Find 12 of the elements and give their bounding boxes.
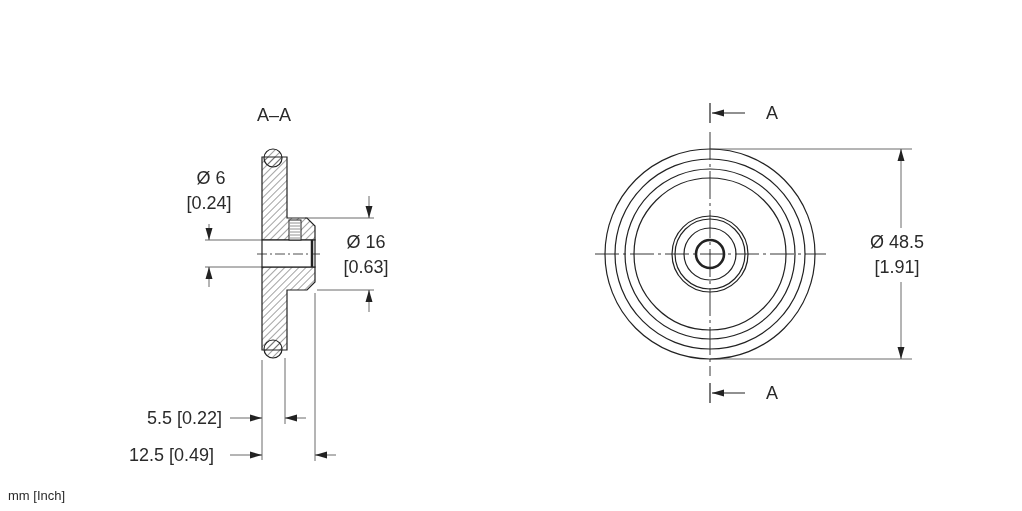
unit-note: mm [Inch] <box>8 488 66 502</box>
dimension-label: 12.5 [0.49] <box>128 446 214 464</box>
dimension-label: [1.91] <box>874 258 920 276</box>
dimension-label: [0.63] <box>343 258 389 276</box>
dimension-label: Ø 48.5 <box>870 233 924 251</box>
dimension-label: A <box>766 384 778 402</box>
dimension-label: Ø 16 <box>346 233 386 251</box>
dimension-label: A <box>766 104 778 122</box>
dimension-label: Ø 6 <box>196 169 226 187</box>
dimension-label: A–A <box>257 106 291 124</box>
dimension-label: 5.5 [0.22] <box>146 409 222 427</box>
dimension-label: [0.24] <box>186 194 232 212</box>
